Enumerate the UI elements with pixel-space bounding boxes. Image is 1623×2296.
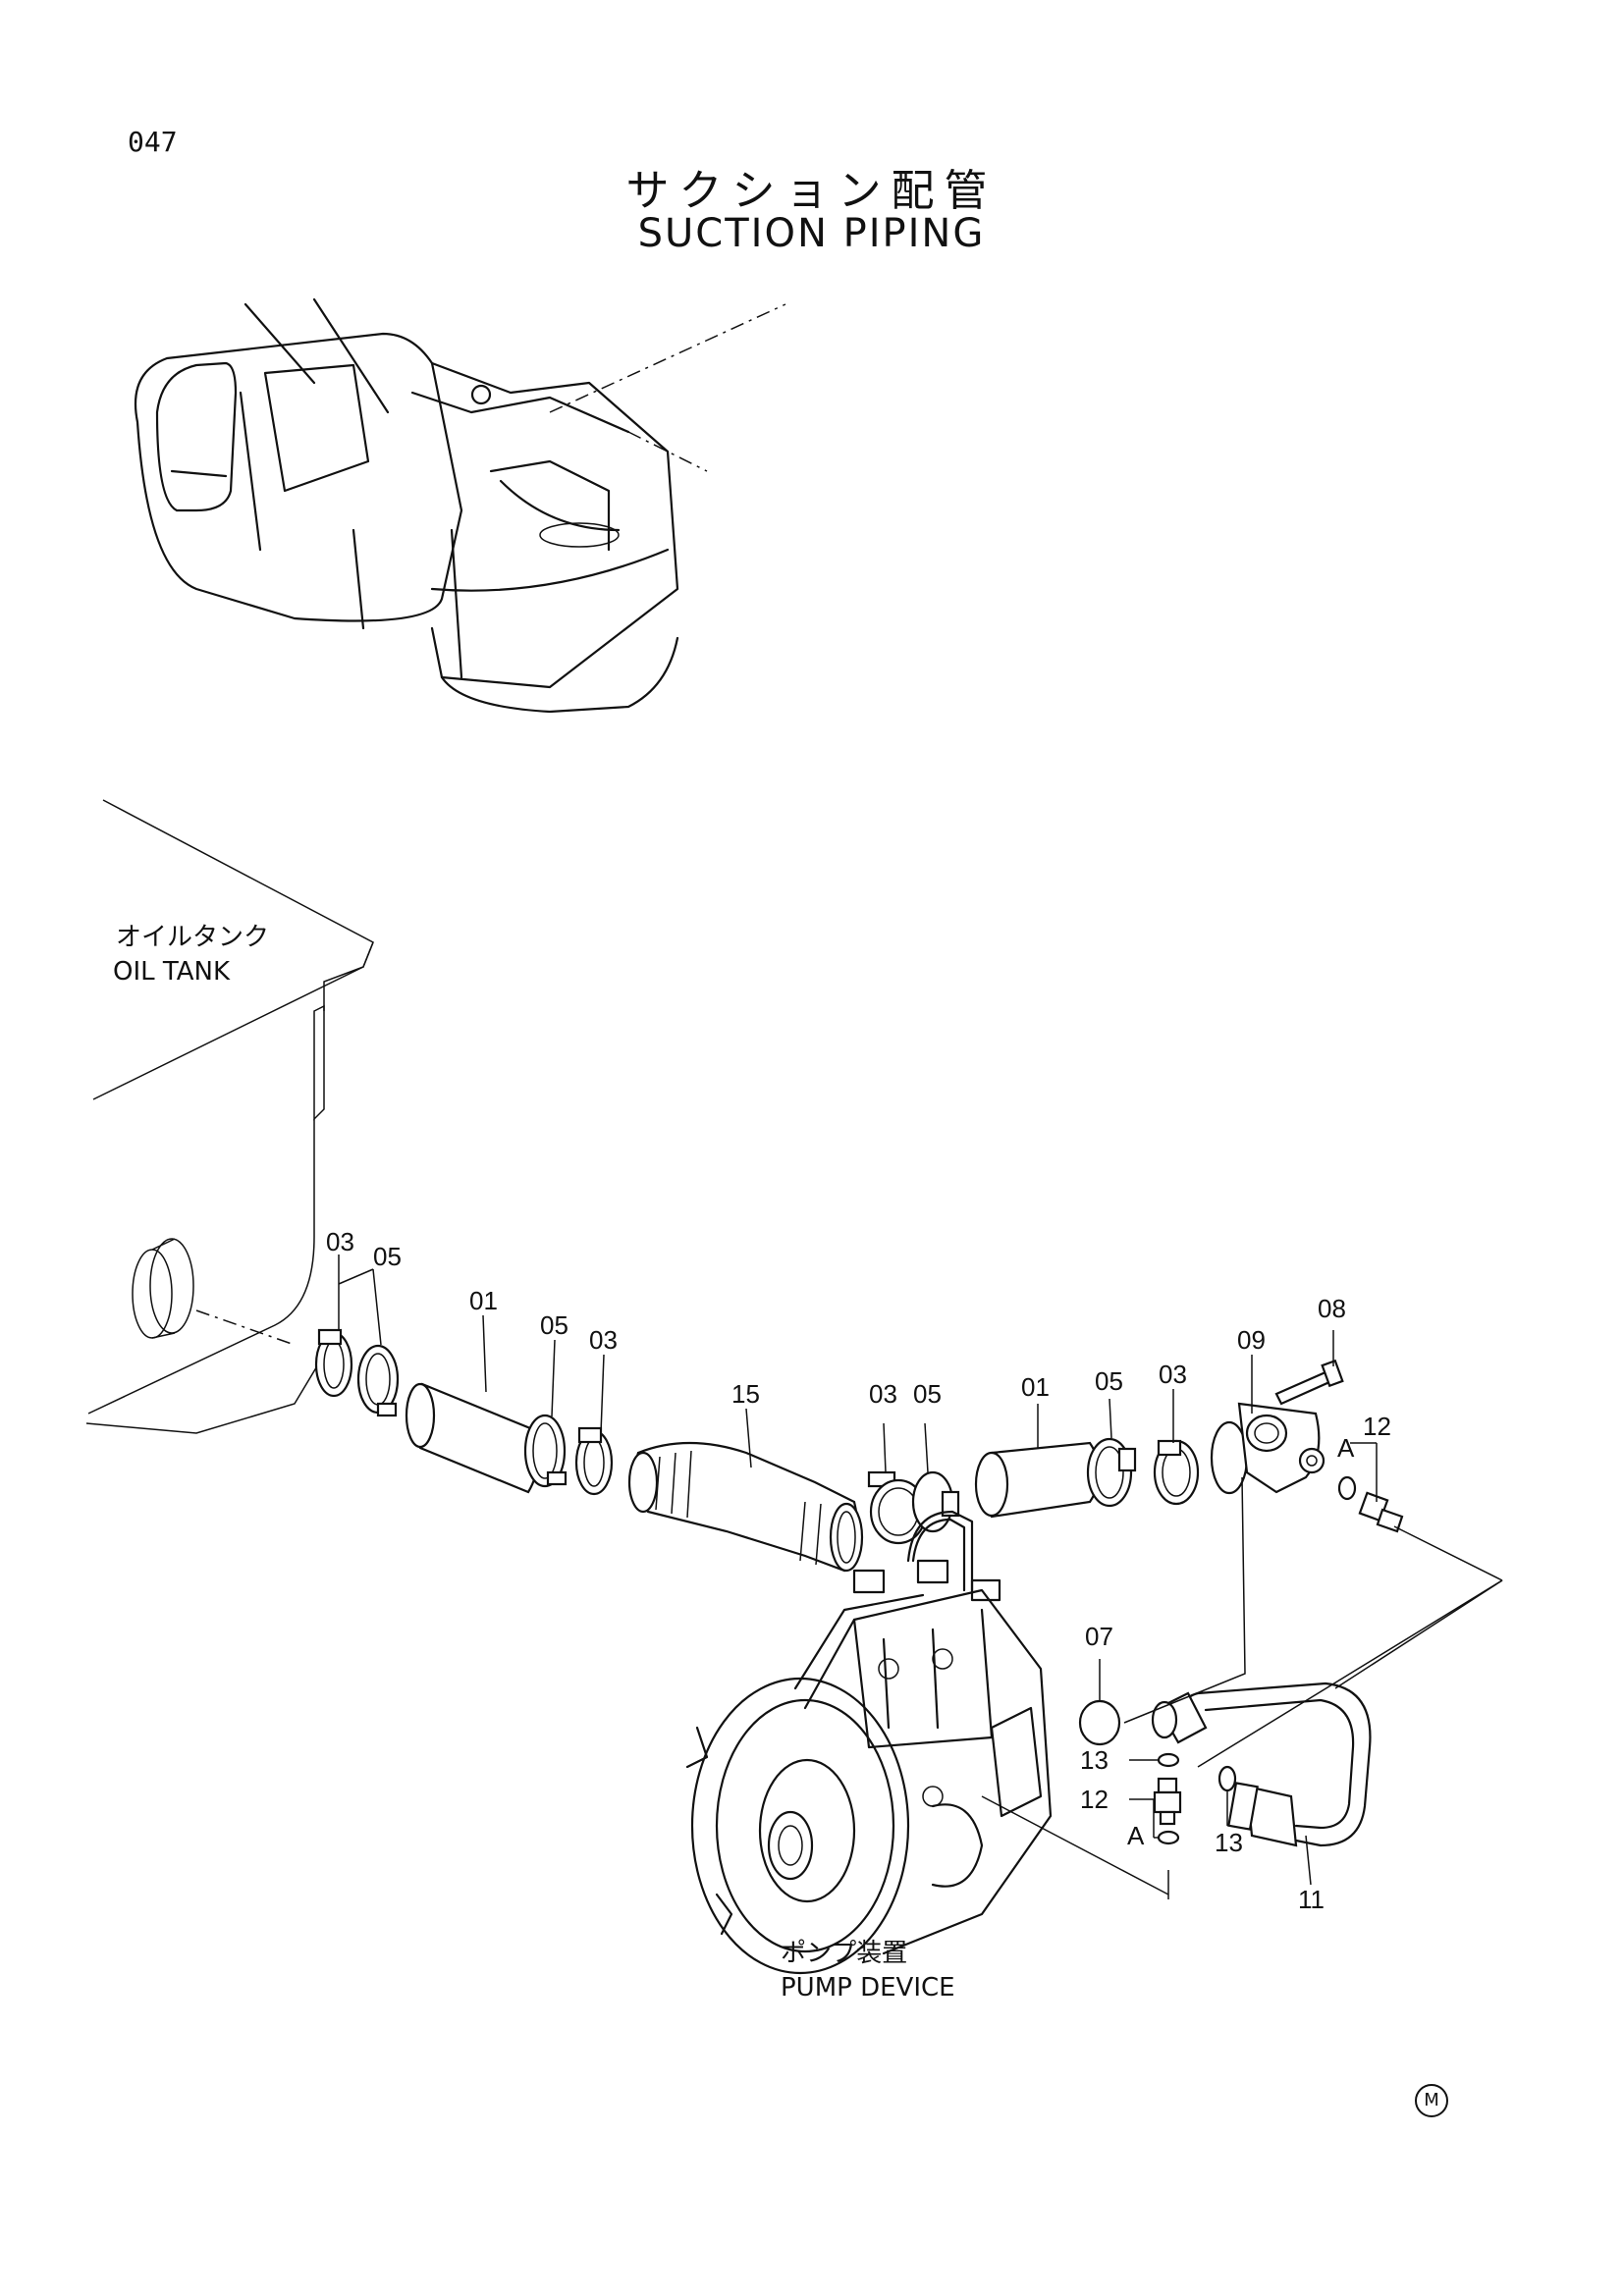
label-oil-tank-en: OIL TANK bbox=[113, 957, 231, 987]
hose-clamp-03-left bbox=[314, 1328, 353, 1398]
suction-hose-15 bbox=[627, 1441, 864, 1573]
detail-a-label-lower: A bbox=[1127, 1821, 1145, 1850]
hose-01-left bbox=[405, 1382, 539, 1494]
fitting-12-lower bbox=[1153, 1777, 1182, 1826]
callout-03: 03 bbox=[589, 1325, 618, 1355]
callout-13: 13 bbox=[1215, 1828, 1243, 1857]
callout-09: 09 bbox=[1237, 1325, 1266, 1355]
pipe-11 bbox=[1151, 1682, 1372, 1847]
hose-clamp-03-mid bbox=[574, 1426, 614, 1496]
callout-15: 15 bbox=[731, 1379, 760, 1409]
bolt-08 bbox=[1274, 1359, 1344, 1406]
callout-03: 03 bbox=[1159, 1360, 1187, 1389]
label-pump-jp: ポンプ装置 bbox=[781, 1939, 908, 1968]
oil-tank-outline bbox=[85, 799, 374, 1434]
label-pump-en: PUMP DEVICE bbox=[781, 1973, 955, 2002]
page-number: 047 bbox=[128, 126, 178, 158]
callout-13: 13 bbox=[1080, 1745, 1109, 1775]
label-oil-tank-jp: オイルタンク bbox=[116, 923, 270, 952]
callout-12: 12 bbox=[1080, 1785, 1109, 1814]
callout-05: 05 bbox=[1095, 1366, 1123, 1396]
callout-05: 05 bbox=[373, 1242, 402, 1271]
callout-05: 05 bbox=[913, 1379, 942, 1409]
callout-08: 08 bbox=[1318, 1294, 1346, 1323]
excavator-overview bbox=[134, 297, 786, 714]
pump-device bbox=[685, 1510, 1053, 1975]
callout-03: 03 bbox=[326, 1227, 354, 1256]
o-ring-13-right bbox=[1217, 1765, 1237, 1792]
callout-03: 03 bbox=[869, 1379, 897, 1409]
leader-lines bbox=[338, 1255, 1503, 1899]
callout-05: 05 bbox=[540, 1310, 568, 1340]
callout-12: 12 bbox=[1363, 1412, 1391, 1441]
title-english: SUCTION PIPING bbox=[637, 211, 986, 256]
gasket-07 bbox=[1078, 1699, 1121, 1746]
callout-01: 01 bbox=[469, 1286, 498, 1315]
o-ring-13-lower bbox=[1157, 1752, 1180, 1768]
hose-clamp-05-mid bbox=[523, 1414, 568, 1488]
registered-mark: M bbox=[1415, 2084, 1448, 2117]
detail-a-label-top: A bbox=[1337, 1433, 1355, 1463]
hose-clamp-05-left bbox=[356, 1344, 400, 1417]
o-ring-lower-a bbox=[1157, 1830, 1180, 1845]
fitting-12-top bbox=[1358, 1491, 1404, 1533]
flange-09 bbox=[1210, 1402, 1325, 1495]
callout-11: 11 bbox=[1298, 1885, 1325, 1914]
hose-clamp-05-right-b bbox=[1086, 1437, 1137, 1508]
hose-clamp-03-right-b bbox=[1153, 1439, 1200, 1506]
hose-clamp-05-right-a bbox=[911, 1470, 960, 1533]
hose-01-right bbox=[974, 1441, 1101, 1519]
o-ring-13-top bbox=[1337, 1475, 1357, 1501]
title-japanese: サクション配管 bbox=[625, 166, 998, 216]
callout-01: 01 bbox=[1021, 1372, 1050, 1402]
callout-07: 07 bbox=[1085, 1622, 1113, 1651]
